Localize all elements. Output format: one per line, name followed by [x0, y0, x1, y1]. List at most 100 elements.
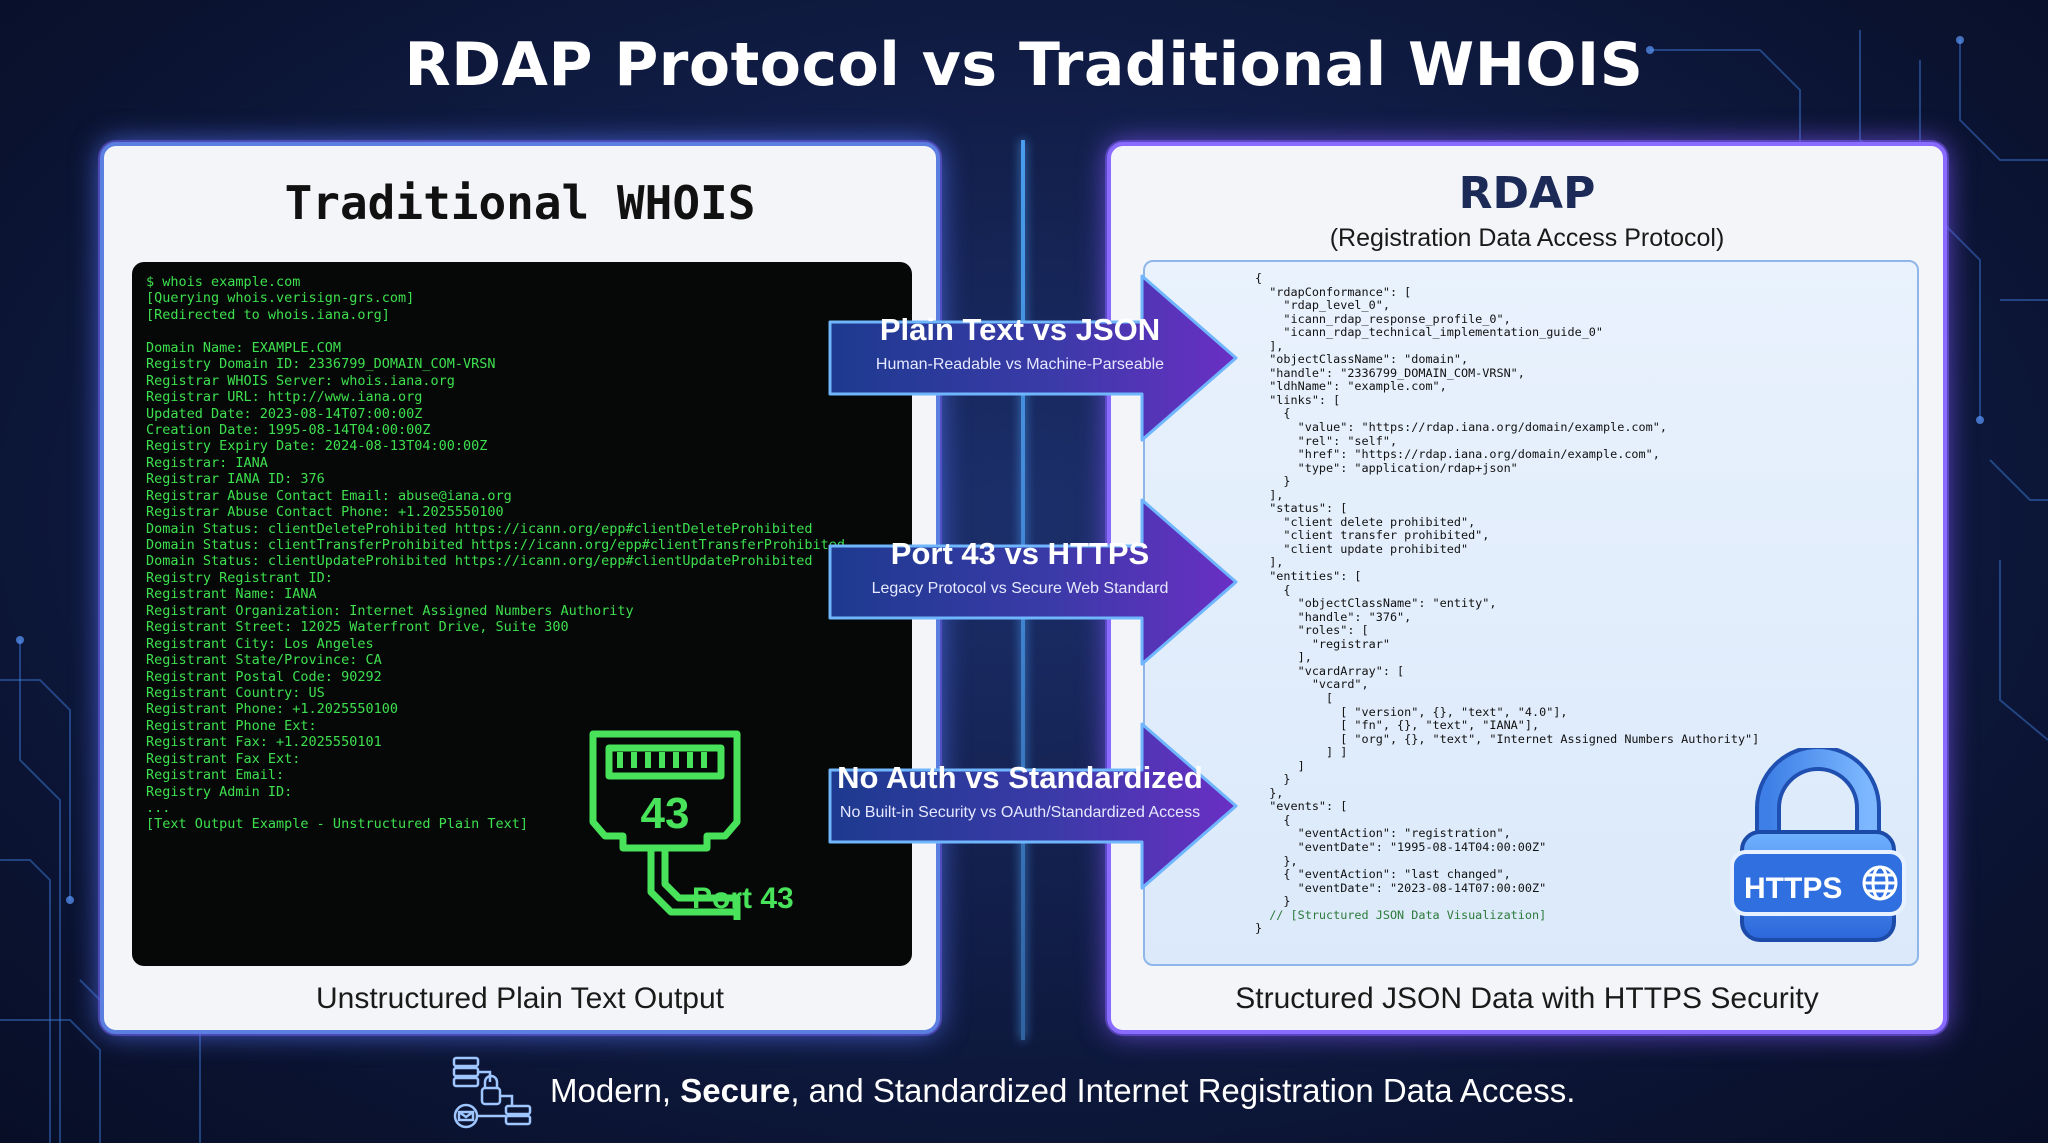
json-line: "entities": [: [1255, 569, 1362, 584]
json-line: "vcard",: [1255, 677, 1369, 692]
terminal-line: Registrant Name: IANA: [146, 586, 317, 603]
https-label: HTTPS: [1744, 872, 1843, 905]
terminal-line: [Querying whois.verisign-grs.com]: [146, 290, 415, 307]
terminal-line: Registrar WHOIS Server: whois.iana.org: [146, 372, 455, 389]
json-line: ] ]: [1255, 745, 1348, 760]
json-line: "client transfer prohibited",: [1255, 528, 1490, 543]
json-line: [ "org", {}, "text", "Internet Assigned …: [1255, 731, 1760, 746]
json-line: }: [1255, 894, 1291, 909]
terminal-line: Registrant Phone: +1.2025550100: [146, 701, 398, 718]
terminal-line: Registrant City: Los Angeles: [146, 635, 374, 652]
comparison-title: Plain Text vs JSON: [879, 312, 1161, 347]
json-line: ]: [1255, 758, 1305, 773]
terminal-line: Registrar URL: http://www.iana.org: [146, 389, 423, 406]
json-line: { "eventAction": "last changed",: [1255, 867, 1511, 882]
terminal-line: Registrar Abuse Contact Email: abuse@ian…: [146, 487, 512, 504]
comparison-subtitle: No Built-in Security vs OAuth/Standardiz…: [839, 804, 1201, 821]
json-line: "registrar": [1255, 636, 1390, 651]
json-line: "rel": "self",: [1255, 433, 1398, 448]
whois-panel: Traditional WHOIS $ whois example.com[Qu…: [100, 142, 940, 1034]
https-lock-icon: [1730, 748, 1906, 942]
footer-text-end: , and Standardized Internet Registration…: [790, 1072, 1576, 1109]
comparison-subtitle: Legacy Protocol vs Secure Web Standard: [871, 580, 1169, 597]
json-line: "rdapConformance": [: [1255, 284, 1412, 299]
terminal-line: Registrar Abuse Contact Phone: +1.202555…: [146, 504, 504, 521]
json-line: "objectClassName": "domain",: [1255, 352, 1469, 367]
json-line: }: [1255, 772, 1291, 787]
whois-caption: Unstructured Plain Text Output: [316, 982, 724, 1015]
footer-tagline: Modern, Secure, and Standardized Interne…: [550, 1072, 1575, 1110]
json-line: // [Structured JSON Data Visualization]: [1255, 907, 1547, 922]
footer-text-start: Modern,: [550, 1072, 681, 1109]
network-security-icon: [452, 1056, 532, 1129]
whois-terminal: $ whois example.com[Querying whois.veris…: [132, 262, 912, 966]
whois-heading: Traditional WHOIS: [284, 176, 756, 230]
json-line: }: [1255, 921, 1263, 936]
json-line: ],: [1255, 555, 1284, 570]
json-line: ],: [1255, 650, 1312, 665]
terminal-line: $ whois example.com: [146, 274, 301, 290]
json-line: "value": "https://rdap.iana.org/domain/e…: [1255, 420, 1667, 435]
json-line: [: [1255, 690, 1334, 705]
footer-text-bold: Secure: [680, 1072, 791, 1109]
json-line: "status": [: [1255, 501, 1348, 516]
comparison-subtitle: Human-Readable vs Machine-Parseable: [875, 356, 1165, 373]
comparison-title: No Auth vs Standardized: [837, 760, 1203, 795]
json-line: "type": "application/rdap+json": [1255, 460, 1518, 475]
json-line: "href": "https://rdap.iana.org/domain/ex…: [1255, 447, 1660, 462]
json-line: "rdap_level_0",: [1255, 298, 1390, 313]
json-line: "client update prohibited": [1255, 541, 1469, 556]
json-line: "events": [: [1255, 799, 1348, 814]
comparison-arrow-auth: No Auth vs Standardized No Built-in Secu…: [826, 718, 1240, 894]
terminal-line: [Redirected to whois.iana.org]: [146, 306, 390, 323]
terminal-line: Registry Expiry Date: 2024-08-13T04:00:0…: [146, 438, 488, 455]
terminal-line: Registrant Street: 12025 Waterfront Driv…: [146, 619, 569, 636]
terminal-line: Registrar IANA ID: 376: [146, 471, 325, 488]
terminal-line: Registrant State/Province: CA: [146, 652, 382, 669]
port-label: Port 43: [692, 882, 794, 915]
terminal-line: [146, 323, 845, 339]
comparison-title: Port 43 vs HTTPS: [890, 536, 1150, 571]
json-line: "eventAction": "registration",: [1255, 826, 1511, 841]
terminal-line: Registry Domain ID: 2336799_DOMAIN_COM-V…: [146, 356, 496, 373]
rdap-subheading: (Registration Data Access Protocol): [1329, 224, 1725, 252]
comparison-arrow-format: Plain Text vs JSON Human-Readable vs Mac…: [826, 270, 1240, 446]
terminal-line: Domain Status: clientUpdateProhibited ht…: [146, 553, 813, 570]
terminal-line: Registrant Fax Ext:: [146, 750, 301, 767]
terminal-line: Domain Name: EXAMPLE.COM: [146, 339, 342, 356]
port-number: 43: [641, 789, 690, 838]
terminal-line: Registrant Email:: [146, 767, 285, 784]
ethernet-port-icon: 43: [589, 730, 741, 920]
json-line: {: [1255, 271, 1263, 285]
json-line: [ "version", {}, "text", "4.0"],: [1255, 704, 1568, 719]
terminal-line: Registrar: IANA: [146, 454, 268, 471]
terminal-output: $ whois example.com[Querying whois.veris…: [146, 274, 845, 833]
rdap-heading: RDAP: [1458, 168, 1596, 219]
terminal-line: Registrant Phone Ext:: [146, 717, 317, 734]
terminal-line: [Text Output Example - Unstructured Plai…: [146, 816, 529, 833]
json-line: ],: [1255, 487, 1284, 502]
terminal-line: Updated Date: 2023-08-14T07:00:00Z: [146, 405, 423, 422]
terminal-line: Registry Admin ID:: [146, 783, 293, 800]
terminal-line: Creation Date: 1995-08-14T04:00:00Z: [146, 421, 431, 438]
terminal-line: Registrant Organization: Internet Assign…: [146, 602, 634, 619]
json-line: "roles": [: [1255, 623, 1369, 638]
json-line: "icann_rdap_response_profile_0",: [1255, 311, 1511, 326]
json-line: "eventDate": "2023-08-14T07:00:00Z": [1255, 880, 1547, 895]
rdap-caption: Structured JSON Data with HTTPS Security: [1235, 982, 1819, 1015]
terminal-line: Registry Registrant ID:: [146, 569, 333, 586]
json-line: }: [1255, 474, 1291, 489]
terminal-line: Registrant Fax: +1.2025550101: [146, 734, 382, 751]
json-line: "links": [: [1255, 392, 1341, 407]
json-line: "objectClassName": "entity",: [1255, 596, 1497, 611]
terminal-line: ...: [146, 800, 171, 816]
json-line: {: [1255, 582, 1291, 597]
json-line: {: [1255, 812, 1291, 827]
comparison-arrow-transport: Port 43 vs HTTPS Legacy Protocol vs Secu…: [826, 494, 1240, 670]
json-line: "icann_rdap_technical_implementation_gui…: [1255, 325, 1604, 340]
terminal-line: Domain Status: clientDeleteProhibited ht…: [146, 520, 813, 537]
json-line: "eventDate": "1995-08-14T04:00:00Z": [1255, 839, 1547, 854]
main-title: RDAP Protocol vs Traditional WHOIS: [404, 30, 1644, 100]
json-line: {: [1255, 406, 1291, 421]
json-line: ],: [1255, 338, 1284, 353]
